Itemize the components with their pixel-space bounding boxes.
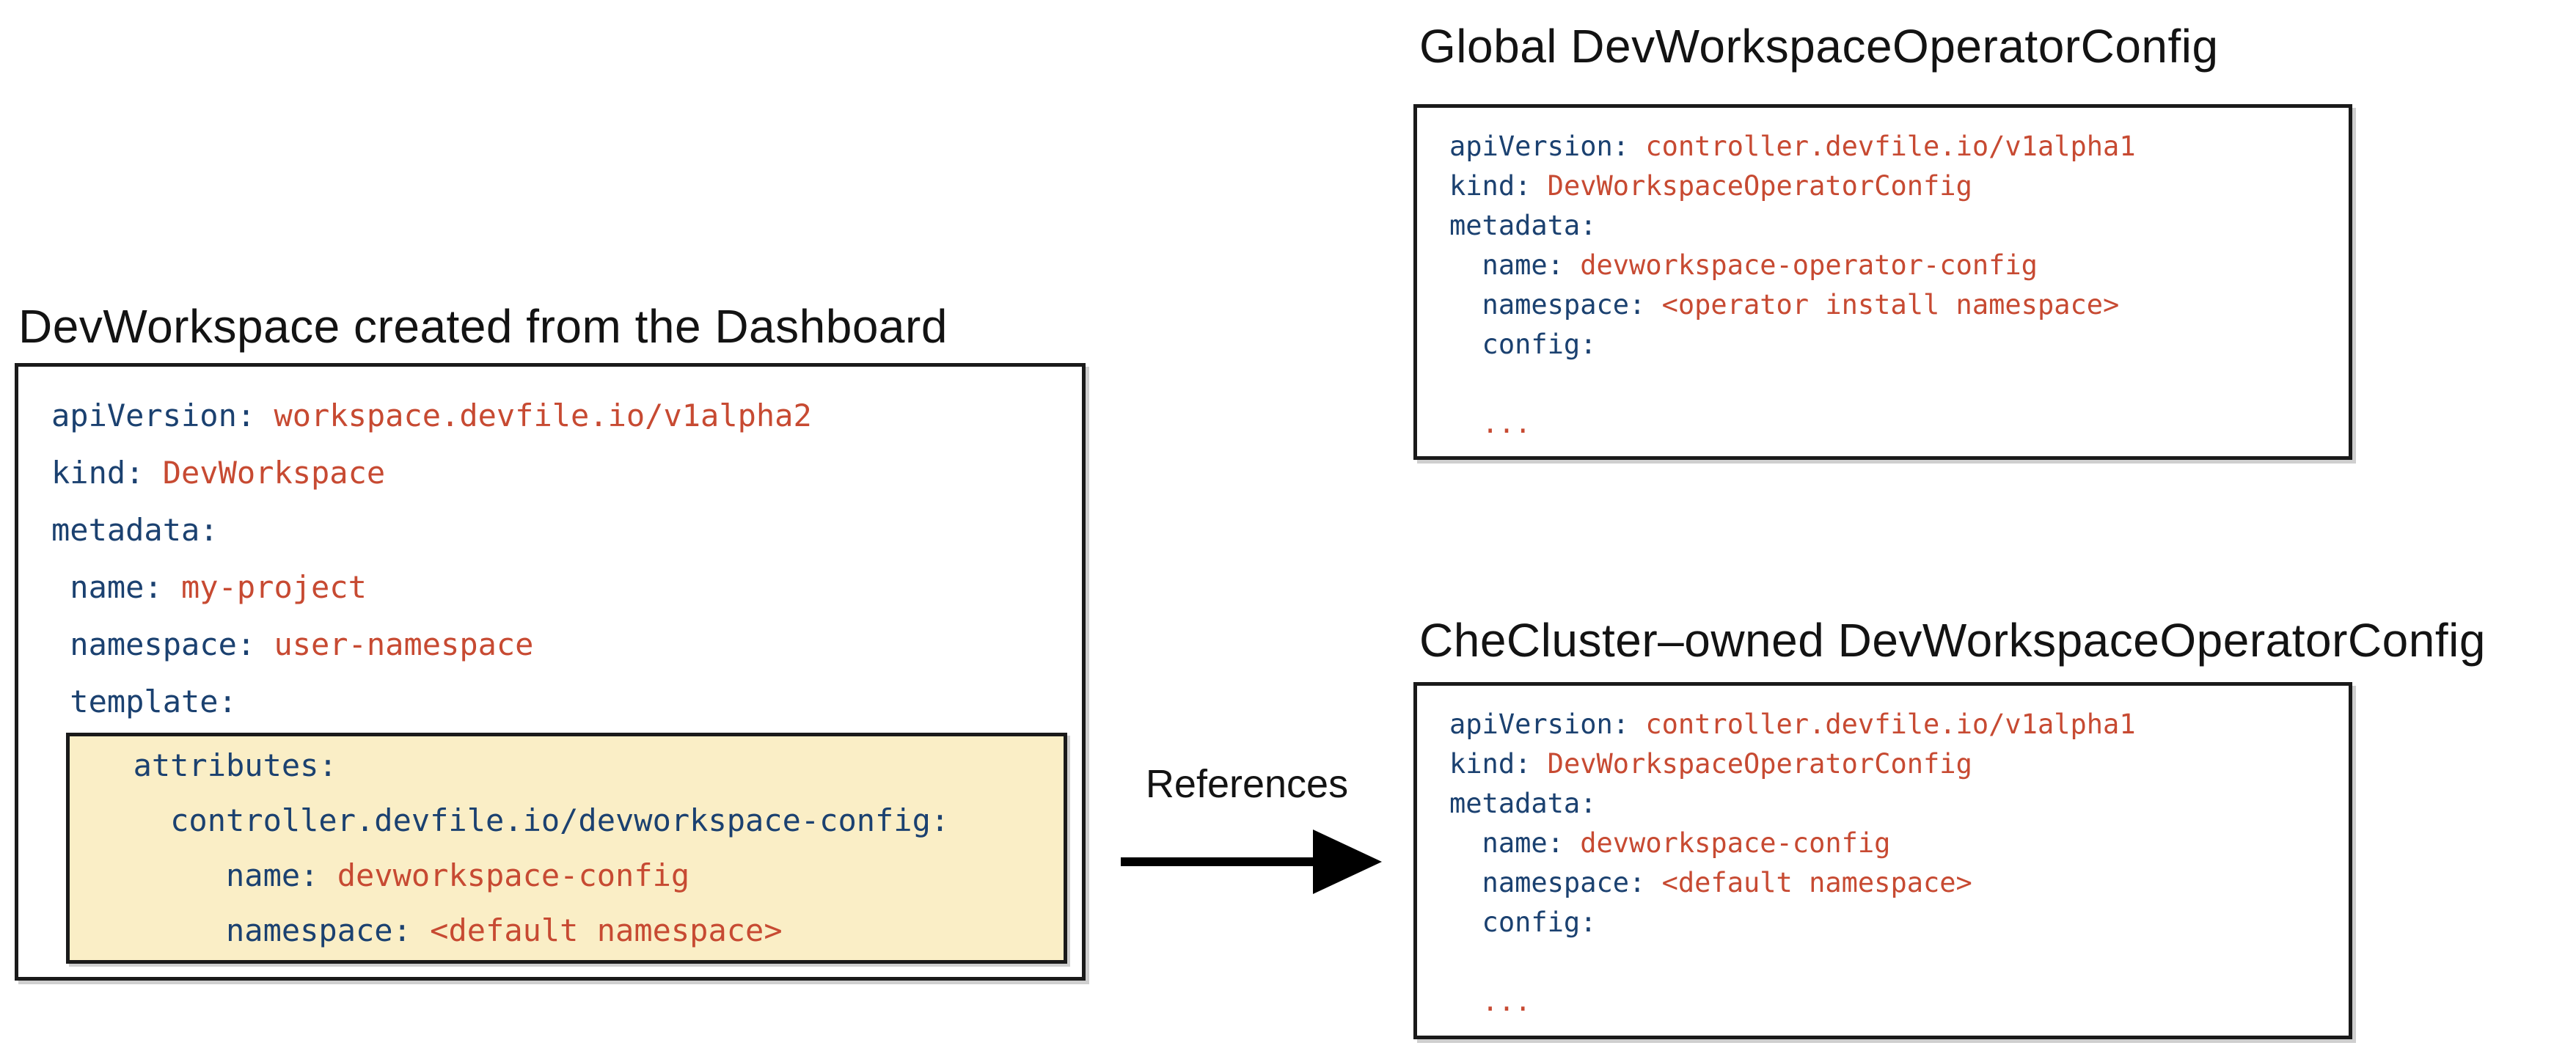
global-operator-config-code: apiVersion: controller.devfile.io/v1alph… xyxy=(1449,127,2349,444)
code-line: controller.devfile.io/devworkspace-confi… xyxy=(96,793,1064,848)
code-line: apiVersion: controller.devfile.io/v1alph… xyxy=(1449,127,2349,166)
yaml-value: controller.devfile.io/v1alpha1 xyxy=(1645,708,2136,740)
code-line: kind: DevWorkspace xyxy=(51,444,1082,502)
yaml-value: user-namespace xyxy=(274,626,534,662)
yaml-key: config: xyxy=(1482,329,1597,360)
yaml-key: namespace: xyxy=(226,912,411,948)
yaml-value: my-project xyxy=(181,569,367,605)
yaml-key: template: xyxy=(70,684,237,719)
yaml-value: DevWorkspaceOperatorConfig xyxy=(1547,170,1972,202)
code-line: attributes: xyxy=(96,738,1064,793)
code-line: apiVersion: workspace.devfile.io/v1alpha… xyxy=(51,387,1082,444)
global-operator-config-code-box: apiVersion: controller.devfile.io/v1alph… xyxy=(1413,104,2352,460)
yaml-key: attributes: xyxy=(133,747,337,783)
yaml-value: devworkspace-config xyxy=(337,857,690,893)
code-line: kind: DevWorkspaceOperatorConfig xyxy=(1449,166,2349,206)
right-top-panel-title: Global DevWorkspaceOperatorConfig xyxy=(1419,20,2219,73)
code-line: apiVersion: controller.devfile.io/v1alph… xyxy=(1449,705,2349,744)
code-line: name: devworkspace-config xyxy=(96,848,1064,903)
checluster-operator-config-code-box: apiVersion: controller.devfile.io/v1alph… xyxy=(1413,682,2352,1039)
yaml-value: <default namespace> xyxy=(430,912,783,948)
code-line: metadata: xyxy=(1449,784,2349,824)
yaml-key: apiVersion: xyxy=(51,398,256,433)
code-line: namespace: <operator install namespace> xyxy=(1449,285,2349,325)
code-line: metadata: xyxy=(1449,206,2349,246)
code-line: namespace: user-namespace xyxy=(51,616,1082,673)
yaml-value: devworkspace-config xyxy=(1580,827,1891,859)
code-line: namespace: <default namespace> xyxy=(1449,863,2349,903)
devworkspace-code-box: apiVersion: workspace.devfile.io/v1alpha… xyxy=(15,363,1086,981)
yaml-key: metadata: xyxy=(51,512,219,548)
code-line: namespace: <default namespace> xyxy=(96,903,1064,958)
code-line: ... xyxy=(1449,982,2349,1022)
yaml-value: <default namespace> xyxy=(1661,867,1972,898)
yaml-value: ... xyxy=(1482,986,1532,1017)
code-line: name: devworkspace-config xyxy=(1449,824,2349,863)
yaml-value: devworkspace-operator-config xyxy=(1580,249,2038,281)
code-line: config: xyxy=(1449,903,2349,942)
yaml-key: apiVersion: xyxy=(1449,131,1630,162)
yaml-key: namespace: xyxy=(1482,867,1646,898)
yaml-key: name: xyxy=(70,569,163,605)
left-panel-title: DevWorkspace created from the Dashboard xyxy=(18,300,948,353)
yaml-value: workspace.devfile.io/v1alpha2 xyxy=(274,398,812,433)
references-arrow-label: References xyxy=(1145,762,1349,806)
yaml-key: controller.devfile.io/devworkspace-confi… xyxy=(170,802,950,838)
yaml-value: ... xyxy=(1482,408,1532,439)
yaml-key: apiVersion: xyxy=(1449,708,1630,740)
references-arrow-icon xyxy=(1121,830,1385,894)
yaml-key: name: xyxy=(1482,249,1564,281)
code-line: name: my-project xyxy=(51,559,1082,616)
yaml-key: kind: xyxy=(1449,170,1532,202)
right-bottom-panel-title: CheCluster–owned DevWorkspaceOperatorCon… xyxy=(1419,614,2486,667)
yaml-key: metadata: xyxy=(1449,210,1597,241)
checluster-operator-config-code: apiVersion: controller.devfile.io/v1alph… xyxy=(1449,705,2349,1022)
yaml-value: controller.devfile.io/v1alpha1 xyxy=(1645,131,2136,162)
yaml-key: name: xyxy=(1482,827,1564,859)
yaml-key: name: xyxy=(226,857,319,893)
devworkspace-config-highlight-box: attributes: controller.devfile.io/devwork… xyxy=(66,733,1067,964)
yaml-key: metadata: xyxy=(1449,788,1597,819)
yaml-value: <operator install namespace> xyxy=(1661,289,2120,321)
yaml-key: namespace: xyxy=(70,626,256,662)
code-line: kind: DevWorkspaceOperatorConfig xyxy=(1449,744,2349,784)
arrow-shaft xyxy=(1121,857,1316,866)
code-line: metadata: xyxy=(51,502,1082,559)
yaml-key: kind: xyxy=(1449,748,1532,780)
code-line: config: xyxy=(1449,325,2349,365)
code-line: name: devworkspace-operator-config xyxy=(1449,246,2349,285)
code-line xyxy=(1449,365,2349,404)
yaml-value: DevWorkspaceOperatorConfig xyxy=(1547,748,1972,780)
yaml-key: config: xyxy=(1482,907,1597,938)
yaml-value: DevWorkspace xyxy=(162,455,386,491)
arrow-head xyxy=(1313,830,1382,894)
devworkspace-config-reference-code: attributes: controller.devfile.io/devwork… xyxy=(96,738,1064,958)
code-line: ... xyxy=(1449,404,2349,444)
devworkspace-code: apiVersion: workspace.devfile.io/v1alpha… xyxy=(51,387,1082,730)
yaml-key: kind: xyxy=(51,455,144,491)
code-line: template: xyxy=(51,673,1082,730)
code-line xyxy=(1449,942,2349,982)
yaml-key: namespace: xyxy=(1482,289,1646,321)
